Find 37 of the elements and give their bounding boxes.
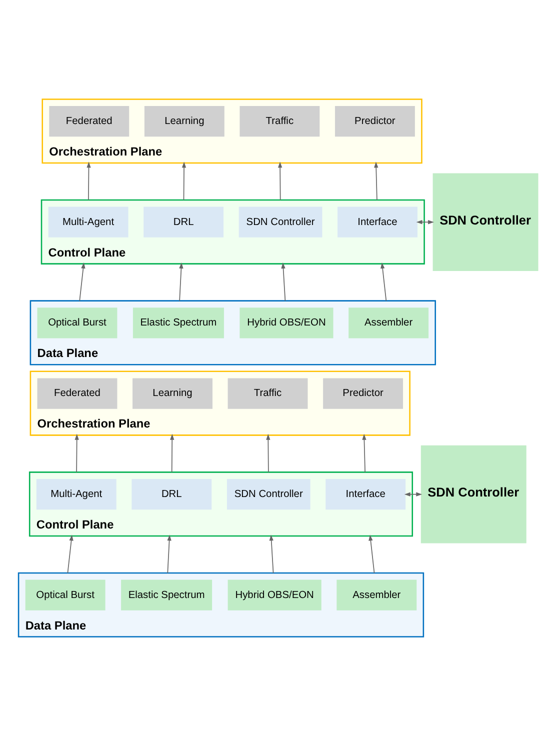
arrow bbox=[416, 220, 434, 224]
node-box: Hybrid OBS/EON bbox=[228, 579, 322, 610]
arrow bbox=[266, 433, 270, 472]
arrow bbox=[170, 433, 174, 472]
arrow bbox=[182, 161, 186, 200]
node-box: Elastic Spectrum bbox=[132, 307, 224, 338]
node-box: Federated bbox=[49, 106, 130, 136]
node-box: Learning bbox=[144, 106, 224, 136]
arrow bbox=[79, 262, 86, 301]
node-box: Interface bbox=[338, 206, 418, 237]
node-box: SDN Controller bbox=[432, 172, 538, 271]
node-box: Assembler bbox=[348, 307, 429, 338]
arrow bbox=[278, 161, 282, 200]
arrow bbox=[281, 262, 286, 301]
arrow bbox=[179, 262, 184, 301]
arrow bbox=[362, 433, 366, 472]
node-box: Hybrid OBS/EON bbox=[240, 307, 334, 338]
arrow bbox=[86, 161, 91, 200]
node-box: Traffic bbox=[228, 378, 308, 408]
arrow bbox=[374, 161, 378, 200]
arrow bbox=[74, 433, 79, 472]
arrow bbox=[380, 262, 387, 301]
node-box: Traffic bbox=[240, 106, 320, 136]
node-box: Optical Burst bbox=[37, 307, 118, 338]
node-box: Predictor bbox=[334, 106, 415, 136]
node-box: Federated bbox=[37, 378, 118, 408]
arrow bbox=[368, 534, 375, 573]
node-box: Optical Burst bbox=[25, 579, 106, 610]
node-box: Predictor bbox=[323, 378, 404, 408]
node-box: Elastic Spectrum bbox=[121, 579, 212, 610]
arrow bbox=[67, 534, 74, 573]
node-box: Interface bbox=[326, 478, 406, 510]
node-box: SDN Controller bbox=[420, 444, 526, 543]
node-box: Assembler bbox=[336, 579, 417, 610]
node-box: Learning bbox=[132, 378, 212, 408]
arrow bbox=[269, 534, 274, 573]
arrow bbox=[167, 534, 172, 573]
